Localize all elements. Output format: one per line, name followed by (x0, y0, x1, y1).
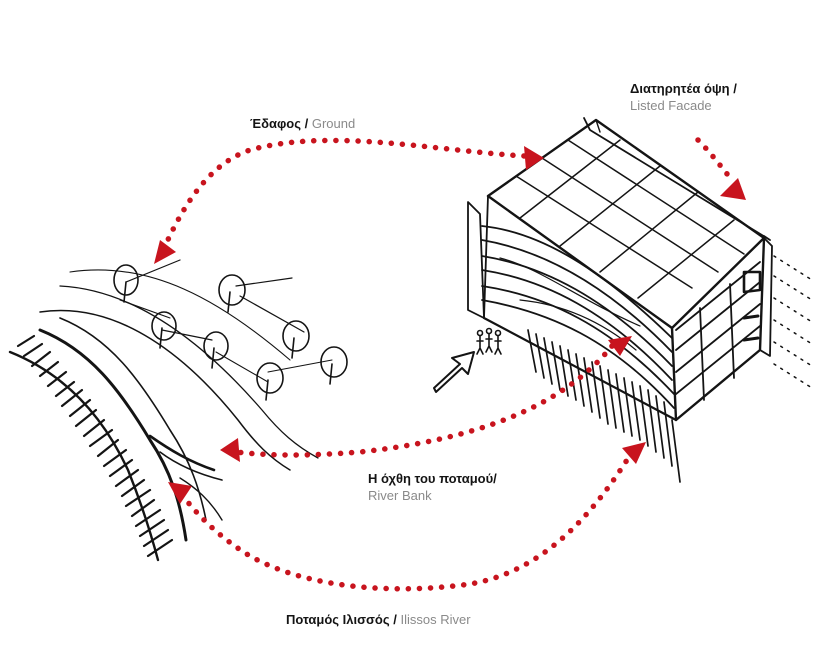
tree-icon (256, 362, 284, 401)
people-figures-icon (476, 327, 502, 355)
tree-icon (320, 346, 348, 385)
arrowhead-river-left (168, 482, 192, 504)
side-dotted-lines (773, 255, 813, 389)
arrowhead-facade (720, 178, 746, 200)
arrowhead-ground-left (154, 240, 176, 264)
ground-arrow-path (163, 137, 527, 247)
riverbank-label: Η όχθη του ποταμού/ River Bank (368, 470, 497, 504)
relation-arrows (163, 137, 735, 592)
tree-group (113, 264, 348, 401)
facade-stripes (481, 225, 675, 409)
arrowhead-riverbank-left (220, 438, 240, 462)
facade-arrow-path (695, 137, 735, 183)
building-sketch (467, 117, 813, 483)
tree-icon (151, 311, 177, 349)
ground-label-english: Ground (311, 116, 356, 131)
roof-grid (515, 139, 745, 299)
river-label-greek: Ποταμός Ιλισσός / (286, 612, 397, 627)
arrowhead-river-right (622, 442, 646, 464)
tree-icon (282, 320, 310, 359)
arrowhead-ground-right (524, 146, 544, 170)
tree-icon (203, 331, 229, 369)
tree-icon (218, 274, 246, 313)
ground-label: Έδαφος / Ground (250, 115, 355, 132)
ground-label-greek: Έδαφος / (250, 116, 309, 131)
riverbank-arrow-path (233, 343, 615, 458)
listed-facade (583, 117, 773, 401)
arrowheads (154, 146, 746, 504)
building-shadow-hatching (527, 329, 681, 483)
facade-label-greek: Διατηρητέα όψη / (630, 81, 737, 96)
outline-arrow-icon (433, 351, 475, 393)
river-label: Ποταμός Ιλισσός / Ilissos River (286, 611, 471, 628)
tree-icon (113, 264, 139, 303)
facade-label-english: Listed Facade (630, 98, 712, 113)
riverbank-label-english: River Bank (368, 488, 432, 503)
river-label-english: Ilissos River (400, 612, 471, 627)
riverbank-label-greek: Η όχθη του ποταμού/ (368, 471, 497, 486)
facade-label: Διατηρητέα όψη / Listed Facade (630, 80, 737, 114)
arrowhead-building-entry (608, 336, 632, 356)
riverbank-sketch (8, 259, 333, 562)
